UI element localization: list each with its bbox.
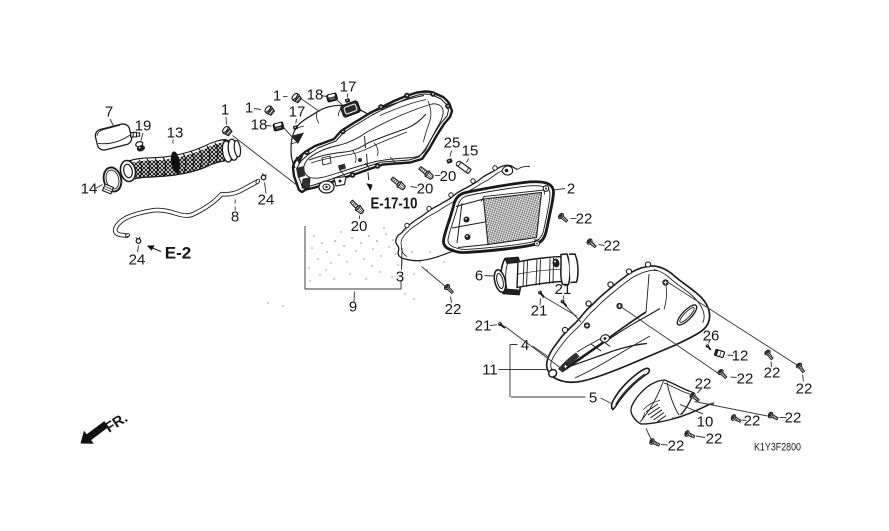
svg-text:21: 21 [531,303,548,320]
svg-text:1: 1 [245,100,253,117]
svg-text:2: 2 [567,181,575,198]
svg-text:13: 13 [167,125,184,142]
svg-text:15: 15 [462,143,479,160]
svg-text:19: 19 [135,118,152,135]
svg-text:3: 3 [396,269,404,286]
svg-text:21: 21 [555,281,572,298]
svg-text:25: 25 [444,135,461,152]
svg-text:17: 17 [289,104,306,121]
svg-text:22: 22 [706,431,723,448]
svg-text:18: 18 [307,87,324,104]
svg-text:22: 22 [785,410,802,427]
svg-text:26: 26 [703,328,720,345]
svg-text:1: 1 [221,102,229,119]
svg-text:6: 6 [475,268,483,285]
svg-text:11: 11 [482,362,498,379]
svg-text:14: 14 [81,181,98,198]
svg-text:20: 20 [440,168,457,185]
svg-text:7: 7 [105,104,113,121]
svg-text:K1Y3F2800: K1Y3F2800 [754,442,801,454]
svg-text:22: 22 [445,301,462,318]
svg-text:21: 21 [475,318,492,335]
svg-text:8: 8 [231,209,239,226]
svg-text:22: 22 [604,238,621,255]
svg-text:1: 1 [273,88,281,105]
svg-text:22: 22 [764,365,781,382]
svg-text:10: 10 [697,414,714,431]
svg-text:22: 22 [576,211,593,228]
svg-text:22: 22 [796,381,813,398]
svg-text:5: 5 [589,390,597,407]
svg-text:17: 17 [340,79,357,96]
svg-text:22: 22 [695,376,712,393]
svg-text:20: 20 [351,218,368,235]
svg-text:22: 22 [737,371,754,388]
svg-text:22: 22 [744,413,761,430]
svg-text:12: 12 [732,348,749,365]
svg-text:E-17-10: E-17-10 [371,196,418,213]
svg-text:24: 24 [129,252,146,269]
svg-text:E-2: E-2 [165,244,191,263]
svg-text:24: 24 [258,192,275,209]
svg-text:20: 20 [417,181,434,198]
svg-text:22: 22 [668,438,685,455]
svg-text:4: 4 [521,337,529,354]
svg-text:18: 18 [251,117,268,134]
svg-text:9: 9 [349,299,357,316]
